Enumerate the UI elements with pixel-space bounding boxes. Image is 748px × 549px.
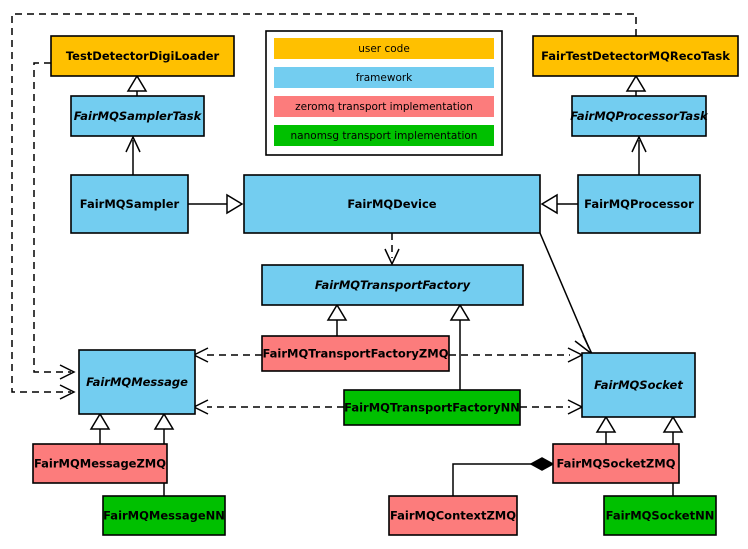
class-node-box[interactable]: [261, 264, 524, 306]
legend-item-3: nanomsg transport implementation: [274, 125, 494, 146]
edge-factoryzmq-to-message: [192, 347, 262, 363]
class-node-box[interactable]: [243, 174, 541, 234]
class-node-box[interactable]: [70, 95, 205, 137]
edge-sampler-to-device: [188, 193, 244, 215]
legend-item-1: framework: [274, 67, 494, 88]
edge-factorynn-to-factory: [449, 303, 471, 390]
edge-messagezmq-to-message: [89, 412, 111, 444]
class-node-box[interactable]: [102, 495, 226, 536]
edge-socketzmq-to-socket: [595, 415, 617, 444]
class-node-FairMQSamplerTask[interactable]: FairMQSamplerTask: [70, 95, 205, 137]
class-node-FairMQSampler[interactable]: FairMQSampler: [70, 174, 189, 234]
class-node-FairMQDevice[interactable]: FairMQDevice: [243, 174, 541, 234]
legend-item-2: zeromq transport implementation: [274, 96, 494, 117]
class-node-box[interactable]: [581, 352, 696, 418]
class-node-FairMQTransportFactory[interactable]: FairMQTransportFactory: [261, 264, 524, 306]
class-node-box[interactable]: [603, 495, 717, 536]
edge-device-to-socket: [539, 232, 593, 355]
edge-recotask-to-message: [11, 13, 637, 400]
edge-processor-to-processortask: [631, 135, 647, 175]
class-node-FairMQMessageZMQ[interactable]: FairMQMessageZMQ: [32, 443, 168, 484]
class-node-FairMQProcessorTask[interactable]: FairMQProcessorTask: [570, 95, 709, 137]
edge-processortask-to-recotask: [625, 74, 647, 96]
legend-swatch: [274, 96, 494, 117]
edge-factoryzmq-to-factory: [326, 303, 348, 336]
class-node-FairMQSocketNN[interactable]: FairMQSocketNN: [603, 495, 717, 536]
legend: user code framework zeromq transport imple…: [265, 30, 503, 156]
edge-factorynn-to-message: [192, 399, 344, 415]
class-node-box[interactable]: [552, 443, 680, 484]
class-node-FairMQProcessor[interactable]: FairMQProcessor: [577, 174, 701, 234]
edge-device-to-transportfactory: [384, 233, 400, 266]
edge-factoryzmq-to-socket: [449, 347, 584, 363]
edge-digiloader-to-message: [33, 62, 76, 380]
class-node-box[interactable]: [78, 349, 196, 415]
edge-samplertask-to-digiloader: [126, 74, 148, 96]
class-node-FairMQSocketZMQ[interactable]: FairMQSocketZMQ: [552, 443, 680, 484]
legend-swatch: [274, 125, 494, 146]
class-node-box[interactable]: [532, 35, 739, 77]
class-node-FairTestDetectorMQRecoTask[interactable]: FairTestDetectorMQRecoTask: [532, 35, 739, 77]
edge-factorynn-to-socket: [520, 399, 584, 415]
class-node-box[interactable]: [571, 95, 707, 137]
edge-contextzmq-to-socketzmq: [452, 457, 555, 496]
class-node-FairMQSocket[interactable]: FairMQSocket: [581, 352, 696, 418]
class-node-FairMQTransportFactoryZMQ[interactable]: FairMQTransportFactoryZMQ: [261, 335, 450, 372]
class-node-TestDetectorDigiLoader[interactable]: TestDetectorDigiLoader: [50, 35, 235, 77]
legend-swatch: [274, 38, 494, 59]
class-node-box[interactable]: [577, 174, 701, 234]
class-node-box[interactable]: [343, 389, 521, 426]
class-node-FairMQMessage[interactable]: FairMQMessage: [78, 349, 196, 415]
class-node-FairMQTransportFactoryNN[interactable]: FairMQTransportFactoryNN: [343, 389, 521, 426]
class-node-box[interactable]: [32, 443, 168, 484]
class-node-FairMQMessageNN[interactable]: FairMQMessageNN: [102, 495, 226, 536]
class-node-FairMQContextZMQ[interactable]: FairMQContextZMQ: [388, 495, 518, 536]
class-node-box[interactable]: [388, 495, 518, 536]
edge-sampler-to-samplertask: [125, 135, 141, 175]
legend-item-0: user code: [274, 38, 494, 59]
class-node-box[interactable]: [50, 35, 235, 77]
class-node-box[interactable]: [70, 174, 189, 234]
edge-processor-to-device: [540, 193, 578, 215]
legend-swatch: [274, 67, 494, 88]
class-node-box[interactable]: [261, 335, 450, 372]
